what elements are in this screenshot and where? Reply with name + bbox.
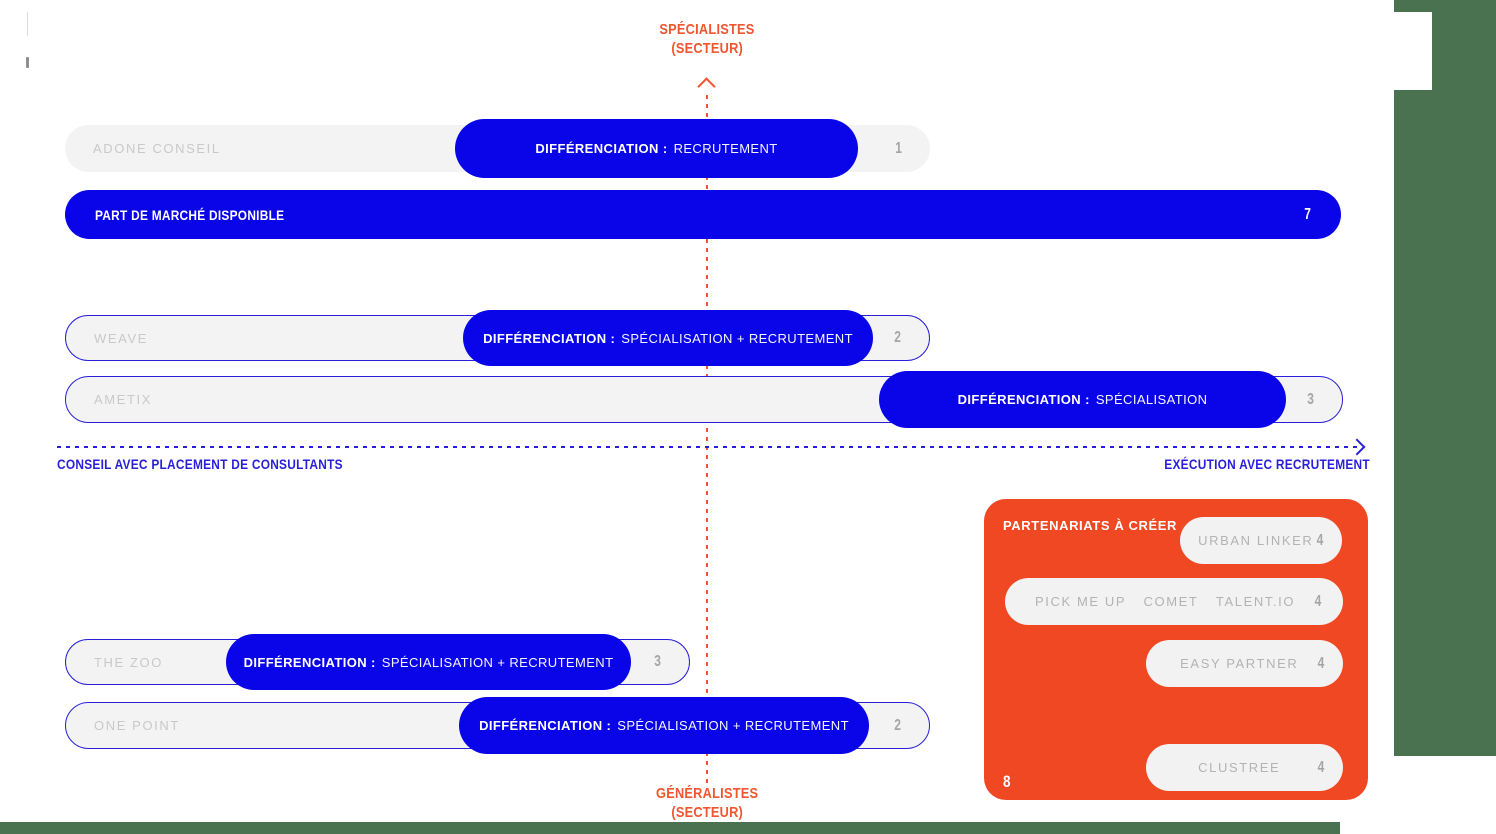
horizontal-axis-dashed-line <box>57 446 1357 448</box>
company-label: ADONE CONSEIL <box>93 141 221 156</box>
axis-label-text: CONSEIL AVEC PLACEMENT DE CONSULTANTS <box>57 456 343 472</box>
diff-label: DIFFÉRENCIATION : <box>535 141 668 156</box>
row-the-zoo: THE ZOO DIFFÉRENCIATION : SPÉCIALISATION… <box>65 634 690 690</box>
score-badge: 3 <box>654 653 661 670</box>
diff-label: DIFFÉRENCIATION : <box>243 654 376 670</box>
score-badge: 3 <box>1307 390 1314 408</box>
axis-label-conseil: CONSEIL AVEC PLACEMENT DE CONSULTANTS <box>57 456 393 472</box>
score-badge: 2 <box>894 716 901 734</box>
score-badge: 4 <box>1317 758 1325 776</box>
differentiation-pill: DIFFÉRENCIATION : RECRUTEMENT <box>455 119 858 178</box>
score-badge: 2 <box>894 329 901 346</box>
differentiation-pill: DIFFÉRENCIATION : SPÉCIALISATION + RECRU… <box>459 697 869 754</box>
diff-value: SPÉCIALISATION + RECRUTEMENT <box>621 330 853 346</box>
partner-pill-group: PICK ME UP COMET TALENT.IO 4 <box>1005 578 1343 625</box>
partnerships-title: PARTENARIATS À CRÉER <box>1003 518 1178 533</box>
partner-name: TALENT.IO <box>1215 594 1296 609</box>
diff-value: SPÉCIALISATION + RECRUTEMENT <box>617 718 849 733</box>
cursor-artifact <box>26 57 29 68</box>
axis-label-line: GÉNÉRALISTES <box>655 785 759 802</box>
differentiation-pill: DIFFÉRENCIATION : SPÉCIALISATION + RECRU… <box>463 310 873 366</box>
diff-value: SPÉCIALISATION <box>1095 392 1208 407</box>
up-arrow-icon <box>697 77 716 96</box>
partner-name: PICK ME UP <box>1035 594 1127 609</box>
cursor-artifact <box>27 12 28 36</box>
score-badge: 4 <box>1315 592 1323 610</box>
axis-label-line: SPÉCIALISTES <box>659 21 755 38</box>
diff-label: DIFFÉRENCIATION : <box>479 718 612 733</box>
diff-label: DIFFÉRENCIATION : <box>483 330 616 346</box>
right-arrow-icon <box>1348 438 1366 456</box>
partner-name: CLUSTREE <box>1198 760 1281 775</box>
company-label: AMETIX <box>94 392 152 407</box>
diff-value: RECRUTEMENT <box>673 141 778 156</box>
vertical-axis-dashed-line <box>706 95 708 788</box>
differentiation-pill: DIFFÉRENCIATION : SPÉCIALISATION + RECRU… <box>226 634 631 690</box>
row-one-point: ONE POINT DIFFÉRENCIATION : SPÉCIALISATI… <box>65 697 930 754</box>
row-adone-conseil: ADONE CONSEIL DIFFÉRENCIATION : RECRUTEM… <box>65 119 930 178</box>
row-ametix: AMETIX DIFFÉRENCIATION : SPÉCIALISATION … <box>65 371 1343 428</box>
score-badge: 4 <box>1317 654 1325 672</box>
row-weave: WEAVE DIFFÉRENCIATION : SPÉCIALISATION +… <box>65 310 930 366</box>
diff-label: DIFFÉRENCIATION : <box>957 392 1090 407</box>
partner-pill-easy-partner: EASY PARTNER 4 <box>1146 640 1343 687</box>
axis-label-line: (SECTEUR) <box>671 804 743 821</box>
company-label: THE ZOO <box>94 654 163 670</box>
partner-pill-clustree: CLUSTREE 4 <box>1146 744 1343 791</box>
axis-label-text: EXÉCUTION AVEC RECRUTEMENT <box>1164 456 1370 472</box>
partner-name: EASY PARTNER <box>1180 656 1299 671</box>
row-part-de-marche: PART DE MARCHÉ DISPONIBLE 7 <box>65 190 1341 239</box>
partnerships-total-score: 8 <box>1003 772 1011 791</box>
market-share-label: PART DE MARCHÉ DISPONIBLE <box>95 206 285 223</box>
score-badge: 7 <box>1304 205 1311 223</box>
partnerships-box: PARTENARIATS À CRÉER URBAN LINKER 4 PICK… <box>984 499 1368 800</box>
right-panel-notch <box>1394 12 1432 90</box>
score-badge: 1 <box>895 139 902 157</box>
score-badge: 4 <box>1316 531 1324 549</box>
differentiation-pill: DIFFÉRENCIATION : SPÉCIALISATION <box>879 371 1286 428</box>
partner-pill-urban-linker: URBAN LINKER 4 <box>1180 517 1342 564</box>
axis-label-execution: EXÉCUTION AVEC RECRUTEMENT <box>1128 456 1370 472</box>
partner-name: URBAN LINKER <box>1198 533 1314 548</box>
right-green-panel <box>1394 0 1496 756</box>
company-label: ONE POINT <box>94 718 180 733</box>
axis-label-line: (SECTEUR) <box>671 40 743 57</box>
axis-label-generalistes: GÉNÉRALISTES (SECTEUR) <box>597 784 817 822</box>
company-label: WEAVE <box>94 330 148 346</box>
axis-label-specialistes: SPÉCIALISTES (SECTEUR) <box>597 20 817 58</box>
bottom-green-strip <box>0 822 1340 834</box>
partner-name: COMET <box>1143 594 1199 609</box>
diff-value: SPÉCIALISATION + RECRUTEMENT <box>381 654 614 670</box>
